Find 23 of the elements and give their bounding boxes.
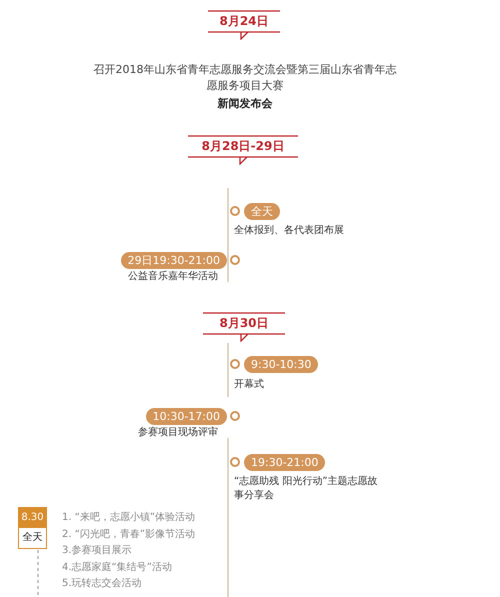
date-box	[18, 507, 47, 549]
date-label: 8.30	[19, 508, 46, 528]
time-pill: 19:30-21:00	[244, 454, 326, 471]
day-label: 全天	[22, 531, 44, 545]
activity-item: 5.玩转志交会活动	[62, 576, 142, 590]
date-banner: 8月30日	[203, 312, 285, 340]
event-description: “志愿助残 阳光行动”主题志愿故事分享会	[234, 475, 379, 503]
time-pill: 10:30-17:00	[146, 408, 227, 425]
event-description: 召开2018年山东省青年志愿服务交流会暨第三届山东省青年志愿服务项目大赛	[92, 62, 398, 94]
event-title: 新闻发布会	[216, 96, 274, 112]
event-description: 公益音乐嘉年华活动	[128, 270, 218, 284]
event-description: 参赛项目现场评审	[138, 426, 218, 440]
time-pill: 全天	[244, 203, 280, 220]
activity-item: 3.参赛项目展示	[62, 544, 132, 557]
activity-item: 2. “闪光吧，青春”影像节活动	[62, 528, 196, 540]
date-banner: 8月28日-29日	[188, 135, 298, 163]
activity-item: 4.志愿家庭“集结号”活动	[62, 560, 172, 574]
time-pill: 9:30-10:30	[244, 356, 318, 373]
event-description: 开幕式	[234, 378, 265, 392]
time-pill: 29日19:30-21:00	[120, 252, 227, 269]
event-description: 全体报到、各代表团布展	[234, 224, 345, 238]
date-banner: 8月24日	[208, 10, 280, 38]
activity-item: 1. “来吧，志愿小镇”体验活动	[62, 510, 196, 524]
